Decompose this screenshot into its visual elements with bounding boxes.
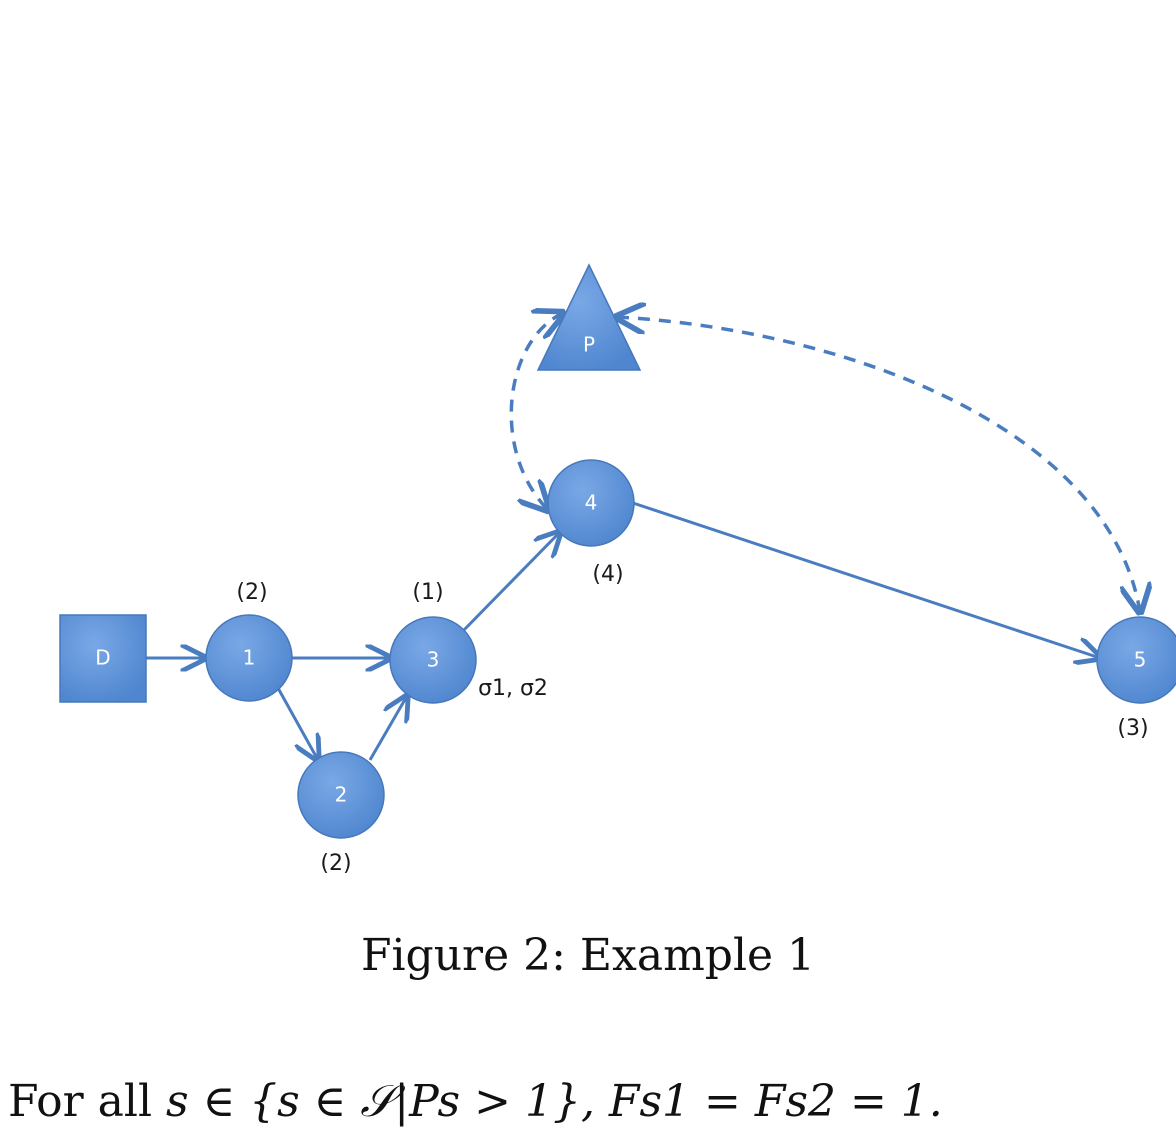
- edge-3-4: [460, 532, 560, 634]
- edge-1-2: [276, 687, 318, 760]
- node-2-label: 2: [335, 783, 348, 807]
- body-text: For all s ∈ {s ∈ 𝒮|Ps > 1}, Fs1 = Fs2 = …: [8, 1076, 943, 1127]
- node-3-label: 3: [427, 648, 440, 672]
- node-3-sigma-label: σ1, σ2: [478, 676, 548, 701]
- node-5-label: 5: [1134, 648, 1147, 672]
- node-p: P: [536, 263, 642, 371]
- edge-2-3: [368, 696, 407, 761]
- node-2: 2: [297, 751, 385, 839]
- edge-p-5-dashed: [617, 317, 1140, 612]
- body-text-prefix: For all: [8, 1076, 166, 1127]
- node-5: 5: [1096, 616, 1176, 704]
- node-4-label: 4: [585, 491, 598, 515]
- node-1-label: 1: [243, 646, 256, 670]
- node-3: 3: [389, 616, 477, 704]
- node-1: 1: [205, 614, 293, 702]
- node-1-annotation: (2): [236, 580, 267, 605]
- edge-4-5: [632, 501, 1100, 658]
- node-4: 4: [547, 459, 635, 547]
- node-5-annotation: (3): [1117, 716, 1148, 741]
- node-p-label: P: [583, 333, 595, 357]
- edge-p-4-dashed: [509, 313, 563, 510]
- node-d-label: D: [95, 646, 110, 670]
- node-4-annotation: (4): [592, 562, 623, 587]
- figure-caption: Figure 2: Example 1: [360, 930, 816, 981]
- node-3-annotation: (1): [412, 580, 443, 605]
- body-text-math: s ∈ {s ∈ 𝒮|Ps > 1}, Fs1 = Fs2 = 1.: [166, 1076, 943, 1127]
- node-d: D: [59, 614, 147, 703]
- node-2-annotation: (2): [320, 851, 351, 876]
